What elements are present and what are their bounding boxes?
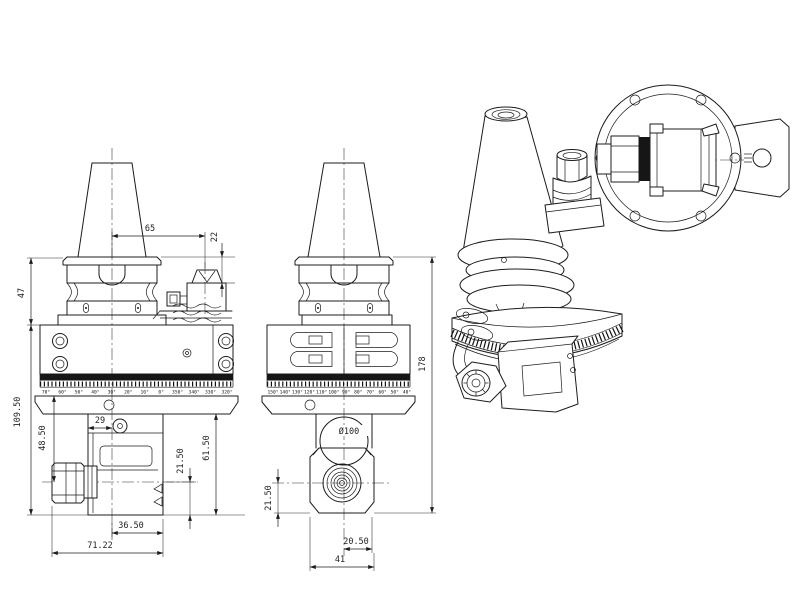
front-view: 150° 140° 130° 120° 110° 100° 90° 80° 70… bbox=[261, 148, 436, 571]
side-view: 70° 60° 50° 40° 30° 20° 10° 0° 350° 340°… bbox=[13, 148, 245, 557]
side-scale-label: 0° bbox=[158, 390, 164, 396]
iso-angle-head bbox=[452, 335, 579, 413]
side-body-block bbox=[39, 324, 234, 375]
side-collet-nut bbox=[51, 462, 98, 504]
front-scale-label: 80° bbox=[354, 390, 363, 396]
dim-label-71-22: 71.22 bbox=[87, 541, 113, 551]
dim-label-dia100: Ø100 bbox=[339, 426, 359, 437]
side-scale-label: 70° bbox=[42, 390, 51, 396]
side-scale-label: 20° bbox=[124, 390, 133, 396]
dim-label-36-50: 36.50 bbox=[118, 521, 144, 531]
dim-label-61-50: 61.50 bbox=[202, 435, 212, 461]
dim-label-21-50-front: 21.50 bbox=[264, 485, 274, 511]
dimension-48-50: 48.50 bbox=[35, 395, 56, 483]
front-scale-label: 90° bbox=[342, 390, 351, 396]
dimension-36-50: 36.50 bbox=[111, 519, 164, 557]
side-scale-label: 60° bbox=[58, 390, 67, 396]
front-body-block bbox=[266, 324, 411, 375]
detail-clamp-bracket bbox=[734, 118, 790, 198]
side-stop-pin-assembly bbox=[152, 269, 233, 323]
side-scale-ring bbox=[39, 374, 234, 388]
side-scale-labels: 70° 60° 50° 40° 30° 20° 10° 0° 350° 340°… bbox=[42, 390, 233, 396]
dim-label-109-50: 109.50 bbox=[13, 397, 23, 428]
dimension-41: 41 bbox=[309, 517, 375, 571]
front-neck-and-head: Ø100 bbox=[309, 413, 375, 514]
front-scale-label: 120° bbox=[304, 390, 315, 396]
dimension-20-50: 20.50 bbox=[343, 517, 373, 553]
dim-label-178: 178 bbox=[418, 356, 428, 371]
dimension-71-22: 71.22 bbox=[51, 506, 164, 557]
dim-label-29: 29 bbox=[95, 416, 105, 426]
side-scale-label: 10° bbox=[141, 390, 150, 396]
front-scale-label: 70° bbox=[366, 390, 375, 396]
dim-label-47: 47 bbox=[17, 288, 27, 298]
front-scale-label: 100° bbox=[328, 390, 339, 396]
dimension-47: 47 bbox=[17, 257, 63, 326]
iso-flange-stack bbox=[457, 238, 575, 316]
dimension-65: 65 bbox=[111, 224, 206, 268]
iso-view bbox=[450, 106, 624, 413]
front-scale-labels: 150° 140° 130° 120° 110° 100° 90° 80° 70… bbox=[267, 390, 411, 396]
side-head-block bbox=[87, 413, 164, 516]
dimension-178: 178 bbox=[374, 256, 436, 514]
side-scale-label: 350° bbox=[172, 390, 183, 396]
dimension-21-50-front: 21.50 bbox=[264, 469, 310, 527]
iso-stop-pin bbox=[544, 149, 605, 234]
detail-collet-assembly bbox=[596, 123, 744, 197]
side-scale-label: 30° bbox=[108, 390, 117, 396]
front-swivel-cap bbox=[261, 395, 416, 415]
dim-label-21-50-side: 21.50 bbox=[176, 448, 186, 474]
front-scale-label: 40° bbox=[403, 390, 412, 396]
front-scale-label: 60° bbox=[378, 390, 387, 396]
dim-label-65: 65 bbox=[145, 224, 155, 234]
detail-view bbox=[594, 84, 790, 232]
front-scale-ring bbox=[266, 374, 411, 388]
side-swivel-cap bbox=[34, 395, 239, 415]
front-scale-label: 110° bbox=[316, 390, 327, 396]
dim-label-41: 41 bbox=[335, 555, 345, 565]
dimension-21-50-side: 21.50 bbox=[166, 448, 196, 529]
dimension-61-50: 61.50 bbox=[163, 413, 245, 516]
dimension-22: 22 bbox=[161, 232, 235, 297]
front-scale-label: 130° bbox=[292, 390, 303, 396]
dimension-109-50: 109.50 bbox=[13, 324, 88, 516]
side-scale-label: 340° bbox=[189, 390, 200, 396]
front-scale-label: 150° bbox=[267, 390, 278, 396]
front-scale-label: 50° bbox=[391, 390, 400, 396]
side-scale-label: 320° bbox=[221, 390, 232, 396]
dimension-29: 29 bbox=[87, 416, 113, 430]
dim-label-20-50: 20.50 bbox=[343, 537, 369, 547]
side-scale-label: 50° bbox=[75, 390, 84, 396]
side-scale-label: 40° bbox=[91, 390, 100, 396]
dim-label-48-50: 48.50 bbox=[38, 425, 48, 451]
dim-label-22: 22 bbox=[210, 232, 220, 242]
front-scale-label: 140° bbox=[280, 390, 291, 396]
side-scale-label: 330° bbox=[205, 390, 216, 396]
